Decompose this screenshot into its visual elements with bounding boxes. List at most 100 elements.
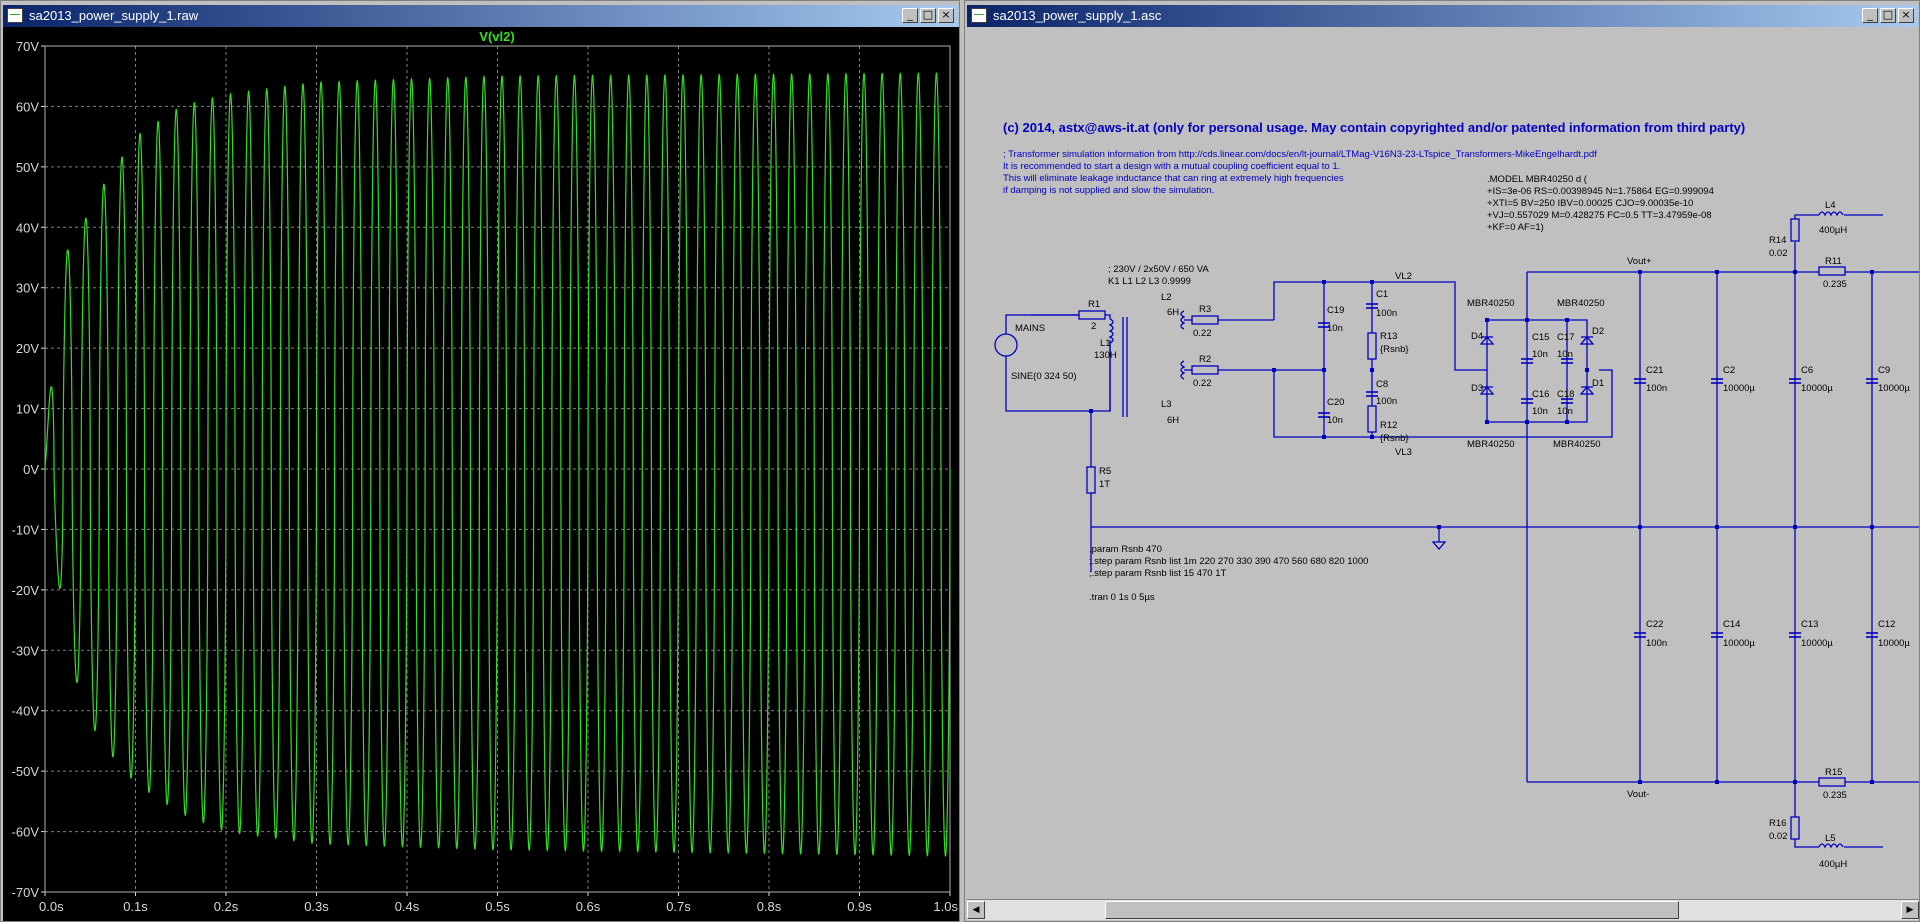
label-c2: C2 (1723, 365, 1735, 376)
model-line: +VJ=0.557029 M=0.428275 FC=0.5 TT=3.4795… (1487, 210, 1712, 221)
resistor-r12[interactable] (1367, 405, 1377, 433)
label-r2-value: 0.22 (1193, 378, 1212, 389)
resistor-r5[interactable] (1086, 466, 1096, 494)
label-c13: C13 (1801, 619, 1818, 630)
label-c15: C15 (1532, 332, 1549, 343)
y-tick-label: -40V (12, 704, 40, 719)
capacitor-plates (1318, 303, 1878, 638)
inductor-l1[interactable] (1108, 318, 1114, 344)
label-c6: C6 (1801, 365, 1813, 376)
schematic-wires (1005, 214, 1919, 848)
label-r1-value: 2 (1091, 321, 1096, 332)
spice-directive: ;.step param Rsnb list 15 470 1T (1089, 568, 1226, 579)
close-button[interactable]: × (938, 8, 954, 23)
coupling-directive: K1 L1 L2 L3 0.9999 (1108, 276, 1191, 287)
label-c14: C14 (1723, 619, 1740, 630)
label-c22: C22 (1646, 619, 1663, 630)
label-l1-value: 130H (1094, 350, 1117, 361)
resistor-r14[interactable] (1790, 218, 1800, 242)
y-tick-label: -30V (12, 643, 40, 658)
resistor-r13[interactable] (1367, 332, 1377, 360)
schematic-canvas[interactable]: (c) 2014, astx@aws-it.at (only for perso… (967, 27, 1919, 897)
x-tick-label: 0.4s (395, 899, 420, 914)
label-l2-value: 6H (1167, 307, 1179, 318)
waveform-titlebar[interactable]: sa2013_power_supply_1.raw _ □ × (3, 5, 957, 27)
label-c20: C20 (1327, 397, 1344, 408)
label-r11-value: 0.235 (1823, 279, 1847, 290)
label-c12-value: 10000µ (1878, 638, 1910, 649)
y-tick-label: -50V (12, 764, 40, 779)
resistor-r2[interactable] (1191, 365, 1219, 375)
label-c18-value: 10n (1557, 406, 1573, 417)
close-button[interactable]: × (1898, 8, 1914, 23)
label-l5: L5 (1825, 833, 1836, 844)
label-c8: C8 (1376, 379, 1388, 390)
model-line: .MODEL MBR40250 d ( (1487, 174, 1588, 185)
label-r3-value: 0.22 (1193, 328, 1212, 339)
copyright-text: (c) 2014, astx@aws-it.at (only for perso… (1003, 120, 1745, 135)
net-label-vl2: VL2 (1395, 271, 1412, 282)
label-mains: MAINS (1015, 323, 1045, 334)
maximize-button[interactable]: □ (920, 8, 936, 23)
label-r12: R12 (1380, 420, 1397, 431)
waveform-chart[interactable]: 70V60V50V40V30V20V10V0V-10V-20V-30V-40V-… (3, 27, 959, 921)
inductor-l2[interactable] (1180, 310, 1186, 330)
trace-label[interactable]: V(vl2) (479, 29, 514, 44)
label-r16-value: 0.02 (1769, 831, 1788, 842)
label-c16-value: 10n (1532, 406, 1548, 417)
schematic-drawing[interactable]: (c) 2014, astx@aws-it.at (only for perso… (967, 27, 1919, 897)
label-c17: C17 (1557, 332, 1574, 343)
label-r12-value: {Rsnb} (1380, 433, 1409, 444)
label-d3: D3 (1471, 383, 1483, 394)
inductor-l3[interactable] (1180, 360, 1186, 380)
y-tick-label: 10V (16, 402, 39, 417)
label-d2: D2 (1592, 326, 1604, 337)
resistor-r16[interactable] (1790, 816, 1800, 840)
y-tick-label: 60V (16, 99, 39, 114)
label-r2: R2 (1199, 354, 1211, 365)
label-diode-model: MBR40250 (1467, 298, 1515, 309)
x-tick-label: 0.7s (666, 899, 691, 914)
schematic-components (994, 211, 1846, 849)
minimize-button[interactable]: _ (1862, 8, 1878, 23)
inductor-l4[interactable] (1818, 211, 1844, 217)
comment-line: It is recommended to start a design with… (1003, 161, 1340, 172)
waveform-window-title: sa2013_power_supply_1.raw (29, 8, 199, 23)
y-axis-ticks: 70V60V50V40V30V20V10V0V-10V-20V-30V-40V-… (12, 39, 45, 900)
ground-symbol (1431, 541, 1447, 550)
model-line: +IS=3e-06 RS=0.00398945 N=1.75864 EG=0.9… (1487, 186, 1714, 197)
model-line: +KF=0 AF=1) (1487, 222, 1544, 233)
voltage-source-mains[interactable] (994, 333, 1018, 357)
scrollbar-thumb[interactable] (1105, 901, 1679, 919)
series-vl2-trace[interactable] (44, 71, 951, 857)
resistor-r1[interactable] (1078, 310, 1106, 320)
label-c9-value: 10000µ (1878, 383, 1910, 394)
label-d1: D1 (1592, 378, 1604, 389)
inductor-l5[interactable] (1818, 843, 1844, 849)
resistor-r11[interactable] (1818, 266, 1846, 276)
comment-line: ; Transformer simulation information fro… (1003, 149, 1597, 160)
x-tick-label: 0.6s (576, 899, 601, 914)
label-c1: C1 (1376, 289, 1388, 300)
net-label-vout-minus: Vout- (1627, 789, 1649, 800)
schematic-titlebar[interactable]: sa2013_power_supply_1.asc _ □ × (967, 5, 1917, 27)
resistor-r15[interactable] (1818, 777, 1846, 787)
transformer-note: ; 230V / 2x50V / 650 VA (1108, 264, 1209, 275)
scroll-left-arrow-icon[interactable]: ◀ (967, 901, 985, 919)
minimize-button[interactable]: _ (902, 8, 918, 23)
y-tick-label: -20V (12, 583, 40, 598)
resistor-r3[interactable] (1191, 315, 1219, 325)
scroll-right-arrow-icon[interactable]: ▶ (1901, 901, 1919, 919)
label-c19: C19 (1327, 305, 1344, 316)
label-l2: L2 (1161, 292, 1172, 303)
maximize-button[interactable]: □ (1880, 8, 1896, 23)
comment-line: if damping is not supplied and slow the … (1003, 185, 1214, 196)
label-c18: C18 (1557, 389, 1574, 400)
label-r1: R1 (1088, 299, 1100, 310)
label-c9: C9 (1878, 365, 1890, 376)
label-l4-value: 400µH (1819, 225, 1847, 236)
horizontal-scrollbar[interactable]: ◀ ▶ (967, 899, 1919, 920)
